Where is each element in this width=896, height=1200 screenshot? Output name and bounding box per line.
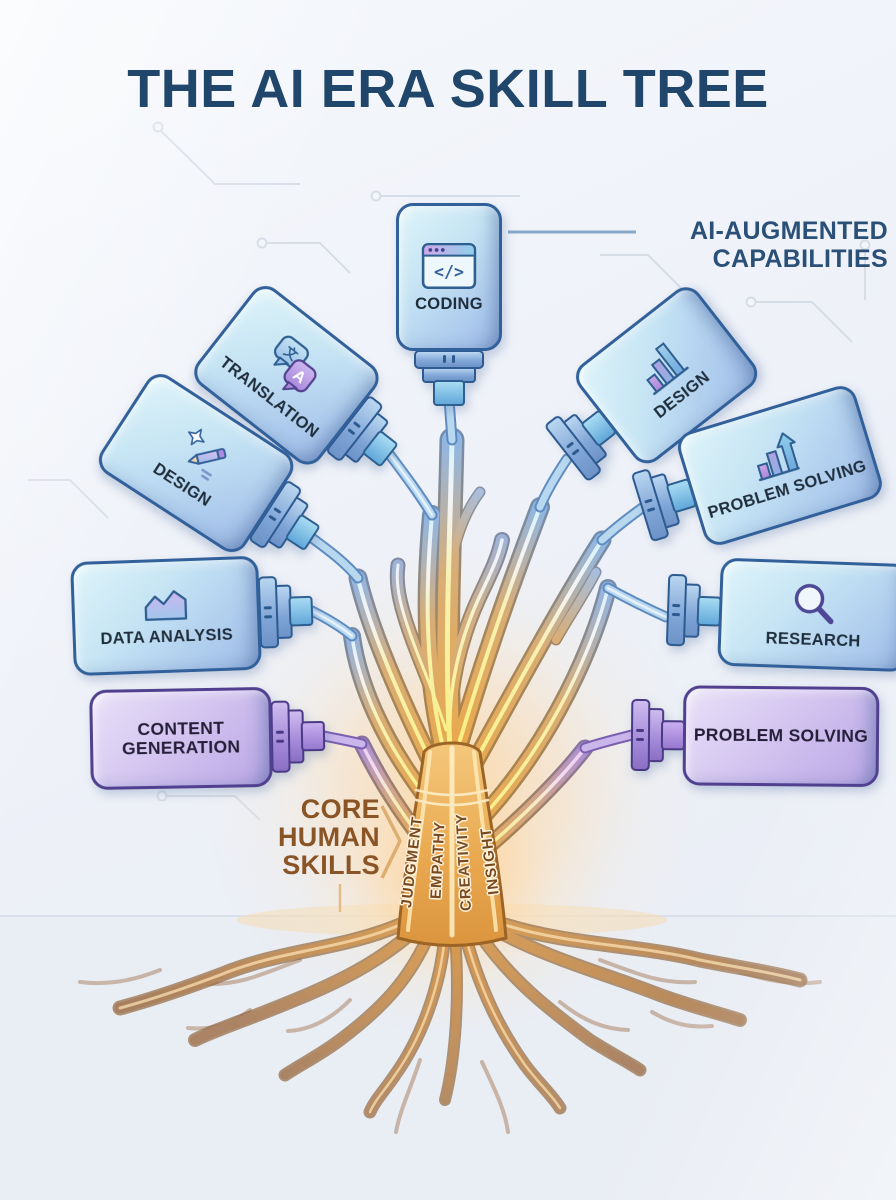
plug-body: RESEARCH (717, 557, 896, 673)
cables (306, 393, 672, 754)
plug-body: DATA ANALYSIS (70, 555, 262, 677)
skill-node-design-left: DESIGN (92, 367, 342, 587)
skill-node-research: RESEARCH (665, 556, 896, 673)
magnifier-icon (794, 583, 834, 625)
plug-neck-segment (665, 573, 687, 647)
translate-bubbles-icon: 文 A (273, 335, 317, 393)
plug-neck (630, 698, 685, 772)
plug-tip (660, 720, 685, 751)
plug-body: PROBLEM SOLVING (673, 381, 887, 550)
roots (78, 925, 822, 1134)
skill-node-coding: </> CODING (396, 203, 502, 406)
plug-body: DESIGN (92, 367, 300, 559)
plug-body: 文 A TRANSLATION (187, 279, 386, 472)
skill-node-label: PROBLEM SOLVING (693, 724, 869, 747)
plug-body: DESIGN (569, 280, 765, 471)
skill-node-problem-solving-right: PROBLEM SOLVING (625, 381, 887, 564)
plug-neck-segment (269, 700, 291, 773)
plug-neck (269, 700, 325, 773)
annotation-connectors (338, 230, 636, 912)
skill-node-label: DATA ANALYSIS (100, 625, 234, 649)
skill-node-label: RESEARCH (765, 629, 861, 651)
pencil-sparkle-icon (187, 428, 227, 481)
trunk (396, 741, 508, 947)
ai-augmented-capabilities-label: AI-AUGMENTED CAPABILITIES (636, 217, 888, 273)
plug-neck-segment (630, 698, 650, 772)
core-label-line3: SKILLS (282, 850, 380, 881)
code-window-icon: </> (421, 242, 477, 289)
plug-neck (665, 573, 722, 648)
core-human-skills-label: CORE HUMAN SKILLS (252, 795, 380, 879)
plug-tip (433, 379, 465, 406)
plug-tip (696, 595, 722, 627)
skill-node-data-analysis: DATA ANALYSIS (70, 554, 313, 677)
cable-purple-group (318, 729, 638, 754)
ai-label-line2: CAPABILITIES (712, 245, 888, 273)
page-title: THE AI ERA SKILL TREE (127, 59, 769, 119)
bar-chart-up-arrow-icon (756, 432, 800, 482)
skill-node-content-generation: CONTENT GENERATION (89, 686, 325, 791)
plug-neck-segment (414, 349, 484, 369)
skill-node-label: CONTENT GENERATION (121, 717, 241, 759)
plug-body: </> CODING (396, 203, 502, 351)
skill-node-problem-solving-lower: PROBLEM SOLVING (630, 685, 880, 788)
skill-node-translation: 文 A TRANSLATION (187, 279, 425, 503)
core-label-chevron (380, 805, 402, 879)
cable-blue-group (306, 393, 672, 642)
skill-node-label: CODING (415, 294, 483, 313)
bar-chart-icon (646, 342, 689, 395)
plug-tip (287, 595, 313, 627)
plug-body: CONTENT GENERATION (89, 686, 273, 791)
plug-tip (300, 720, 325, 752)
plug-body: PROBLEM SOLVING (682, 685, 880, 788)
core-label-line2: HUMAN (278, 822, 380, 853)
plug-neck (257, 575, 313, 649)
svg-text:</>: </> (434, 262, 464, 281)
core-label-line1: CORE (300, 794, 380, 824)
skill-node-design-right: DESIGN (529, 280, 765, 501)
plug-neck (414, 349, 484, 406)
area-chart-icon (144, 590, 188, 621)
ai-label-line1: AI-AUGMENTED (689, 217, 888, 245)
